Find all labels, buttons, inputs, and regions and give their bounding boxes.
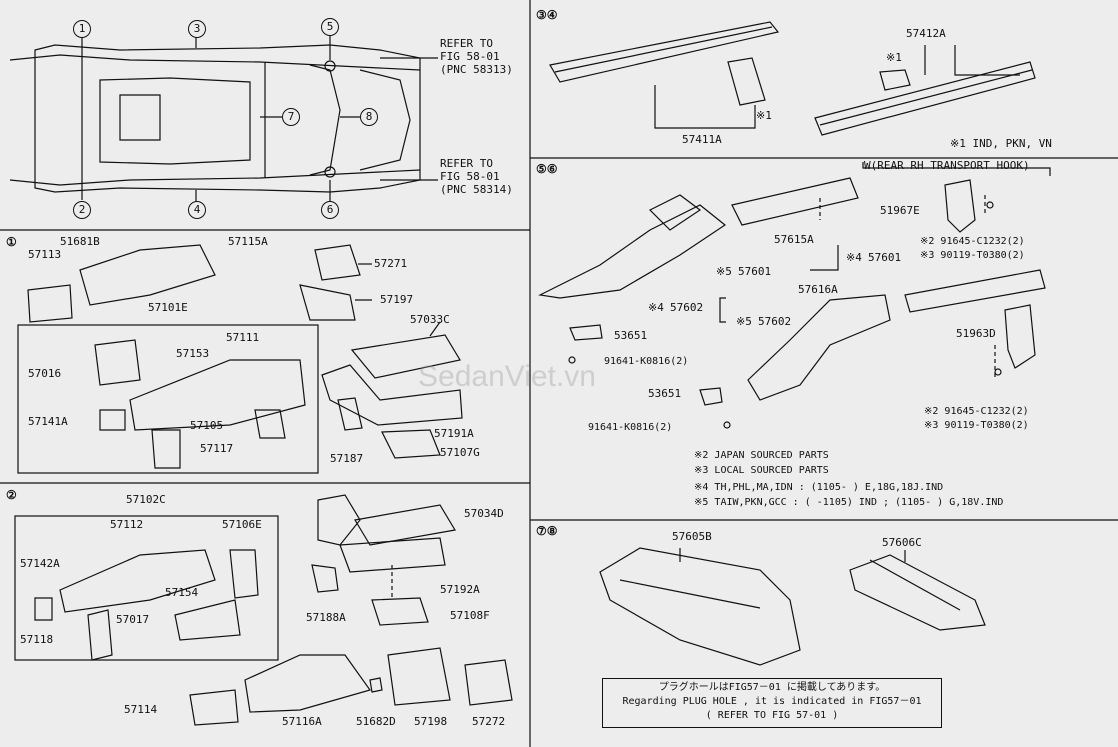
part-57106E[interactable]: 57106E bbox=[222, 518, 262, 531]
part-57606C[interactable]: 57606C bbox=[882, 536, 922, 549]
part-51967E[interactable]: 51967E bbox=[880, 204, 920, 217]
parts-panel-1 bbox=[27, 244, 463, 469]
part-57033C[interactable]: 57033C bbox=[410, 313, 450, 326]
part-57105[interactable]: 57105 bbox=[190, 419, 224, 432]
part-57113[interactable]: 57113 bbox=[28, 248, 62, 261]
panel-header-56: ⑤⑥ bbox=[536, 162, 558, 176]
part-57602-a[interactable]: 57602 bbox=[670, 301, 704, 314]
part-57198[interactable]: 57198 bbox=[414, 715, 448, 728]
part-57271[interactable]: 57271 bbox=[374, 257, 408, 270]
part-53651-b[interactable]: 53651 bbox=[648, 387, 682, 400]
part-57272[interactable]: 57272 bbox=[472, 715, 506, 728]
note-3: ※3 LOCAL SOURCED PARTS bbox=[694, 465, 829, 476]
transport-hook-label: W(REAR RH TRANSPORT HOOK) bbox=[864, 159, 1030, 172]
part-57117[interactable]: 57117 bbox=[200, 442, 234, 455]
part-57111[interactable]: 57111 bbox=[226, 331, 260, 344]
part-57141A[interactable]: 57141A bbox=[28, 415, 68, 428]
part-57115A[interactable]: 57115A bbox=[228, 235, 268, 248]
part-57192A[interactable]: 57192A bbox=[440, 583, 480, 596]
bolt-b2: ※3 90119-T0380(2) bbox=[924, 420, 1029, 431]
part-57188A[interactable]: 57188A bbox=[306, 611, 346, 624]
part-57016[interactable]: 57016 bbox=[28, 367, 62, 380]
part-57107G[interactable]: 57107G bbox=[440, 446, 480, 459]
part-57153[interactable]: 57153 bbox=[176, 347, 210, 360]
callout-2: 2 bbox=[73, 201, 91, 219]
mark-4-57601: ※4 bbox=[846, 251, 862, 264]
callout-6: 6 bbox=[321, 201, 339, 219]
parts-panel-78 bbox=[599, 547, 986, 666]
callout-4: 4 bbox=[188, 201, 206, 219]
plug-line-1: プラグホールはFIG57－01 に掲載してあります。 bbox=[658, 682, 886, 693]
note-ind: ※1 IND, PKN, VN bbox=[950, 137, 1052, 150]
part-57197[interactable]: 57197 bbox=[380, 293, 414, 306]
callout-3: 3 bbox=[188, 20, 206, 38]
part-51682D[interactable]: 51682D bbox=[356, 715, 396, 728]
plug-line-2: Regarding PLUG HOLE , it is indicated in… bbox=[622, 696, 922, 707]
refer-bottom-2: FIG 58-01 bbox=[440, 170, 500, 183]
part-57615A[interactable]: 57615A bbox=[774, 233, 814, 246]
panel-header-1: ① bbox=[6, 235, 17, 249]
mark-1-b: ※1 bbox=[756, 109, 772, 122]
part-57112[interactable]: 57112 bbox=[110, 518, 144, 531]
panel-header-78: ⑦⑧ bbox=[536, 524, 558, 538]
mark-5-57602: ※5 bbox=[736, 315, 752, 328]
callout-1: 1 bbox=[73, 20, 91, 38]
part-57017[interactable]: 57017 bbox=[116, 613, 150, 626]
part-57601-b[interactable]: 57601 bbox=[868, 251, 902, 264]
bolt-d: 91641-K0816(2) bbox=[588, 422, 673, 433]
part-57154[interactable]: 57154 bbox=[165, 586, 199, 599]
part-57616A[interactable]: 57616A bbox=[798, 283, 838, 296]
refer-bottom-3: (PNC 58314) bbox=[440, 183, 513, 196]
callout-7: 7 bbox=[282, 108, 300, 126]
part-57102C[interactable]: 57102C bbox=[126, 493, 166, 506]
part-57142A[interactable]: 57142A bbox=[20, 557, 60, 570]
refer-top-1: REFER TO bbox=[440, 37, 493, 50]
part-57116A[interactable]: 57116A bbox=[282, 715, 322, 728]
part-57114[interactable]: 57114 bbox=[124, 703, 158, 716]
part-53651-a[interactable]: 53651 bbox=[614, 329, 648, 342]
mark-4-57602: ※4 bbox=[648, 301, 664, 314]
note-2: ※2 JAPAN SOURCED PARTS bbox=[694, 450, 829, 461]
parts-panel-2 bbox=[34, 494, 513, 726]
refer-bottom-1: REFER TO bbox=[440, 157, 493, 170]
note-5: ※5 TAIW,PKN,GCC : ( -1105) IND ; (1105- … bbox=[694, 497, 1004, 508]
part-57605B[interactable]: 57605B bbox=[672, 530, 712, 543]
part-57601-a[interactable]: 57601 bbox=[738, 265, 772, 278]
part-51681B[interactable]: 51681B bbox=[60, 235, 100, 248]
part-57108F[interactable]: 57108F bbox=[450, 609, 490, 622]
plug-line-3: ( REFER TO FIG 57-01 ) bbox=[705, 710, 839, 721]
parts-panel-56 bbox=[538, 162, 1051, 429]
part-57412A[interactable]: 57412A bbox=[906, 27, 946, 40]
part-51963D[interactable]: 51963D bbox=[956, 327, 996, 340]
panel-header-34: ③④ bbox=[536, 8, 558, 22]
bolt-b1: ※2 91645-C1232(2) bbox=[924, 406, 1029, 417]
subassembly-box bbox=[14, 515, 279, 661]
bolt-a2: ※3 90119-T0380(2) bbox=[920, 250, 1025, 261]
callout-8: 8 bbox=[360, 108, 378, 126]
refer-top-2: FIG 58-01 bbox=[440, 50, 500, 63]
bolt-c: 91641-K0816(2) bbox=[604, 356, 689, 367]
panel-header-2: ② bbox=[6, 488, 17, 502]
watermark: SedanViet.vn bbox=[418, 360, 596, 393]
subassembly-box bbox=[17, 324, 319, 474]
note-4: ※4 TH,PHL,MA,IDN : (1105- ) E,18G,18J.IN… bbox=[694, 482, 944, 493]
part-57411A[interactable]: 57411A bbox=[682, 133, 722, 146]
part-57602-b[interactable]: 57602 bbox=[758, 315, 792, 328]
callout-5: 5 bbox=[321, 18, 339, 36]
part-57187[interactable]: 57187 bbox=[330, 452, 364, 465]
underbody-frame bbox=[9, 30, 438, 202]
mark-5-57601: ※5 bbox=[716, 265, 732, 278]
part-57034D[interactable]: 57034D bbox=[464, 507, 504, 520]
plug-hole-note-box: プラグホールはFIG57－01 に掲載してあります。 Regarding PLU… bbox=[602, 678, 942, 728]
part-57118[interactable]: 57118 bbox=[20, 633, 54, 646]
part-57191A[interactable]: 57191A bbox=[434, 427, 474, 440]
part-57101E[interactable]: 57101E bbox=[148, 301, 188, 314]
side-rail-34 bbox=[549, 21, 1036, 136]
bolt-a1: ※2 91645-C1232(2) bbox=[920, 236, 1025, 247]
mark-1-a: ※1 bbox=[886, 51, 902, 64]
refer-top-3: (PNC 58313) bbox=[440, 63, 513, 76]
